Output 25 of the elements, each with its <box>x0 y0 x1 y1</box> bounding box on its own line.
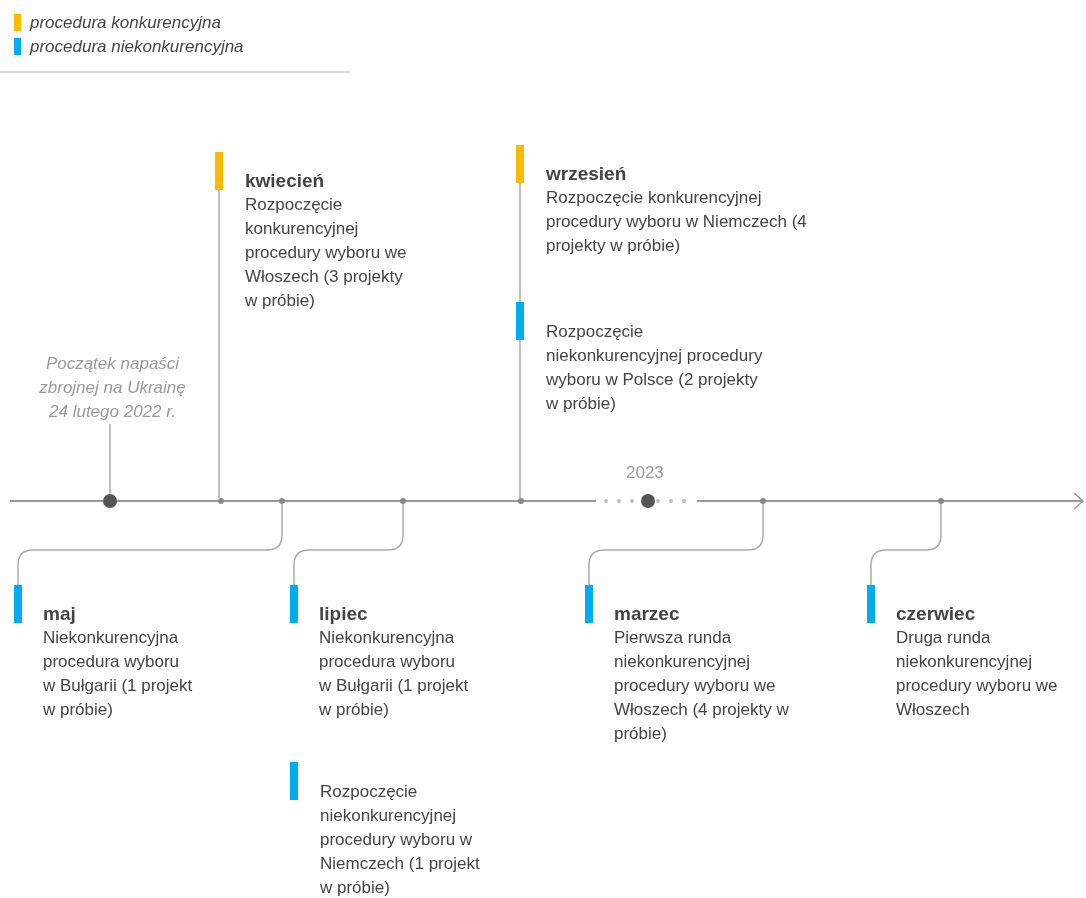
leader-line <box>588 503 764 586</box>
leader-line <box>109 423 111 495</box>
event-description: Pierwsza runda niekonkurencyjnej procedury wyboru we Włoszech (4 projekty w próbie) <box>614 627 790 745</box>
leader-line <box>218 189 220 499</box>
event-description: Druga runda niekonkurencyjnej procedury wyboru we Włoszech <box>896 627 1059 721</box>
month-heading: wrzesień <box>546 162 628 186</box>
legend-text: procedura niekonkurencyjna <box>30 36 244 58</box>
year-label: 2023 <box>626 462 664 484</box>
event-description: Rozpoczęcie niekonkurencyjnej procedury wyboru w Polsce (2 projekty w próbie) <box>546 321 764 415</box>
leader-line <box>870 503 942 586</box>
legend-text: procedura konkurencyjna <box>30 12 221 34</box>
month-heading: maj <box>43 602 77 626</box>
month-heading: czerwiec <box>896 602 977 626</box>
event-description: Rozpoczęcie niekonkurencyjnej procedury wyboru w Niemczech (1 projekt w próbie) <box>320 781 481 898</box>
event-note-text: Początek napaści zbrojnej na Ukrainę 24 lutego 2022 r. <box>38 353 187 423</box>
event-description: Rozpoczęcie konkurencyjnej procedury wyboru w Niemczech (4 projekty w próbie) <box>546 187 808 257</box>
month-heading: lipiec <box>319 602 369 626</box>
month-heading: kwiecień <box>245 169 326 193</box>
leader-line <box>519 182 521 499</box>
month-heading: marzec <box>614 602 681 626</box>
event-description: Rozpoczęcie konkurencyjnej procedury wyboru we Włoszech (3 projekty w próbie) <box>245 194 408 312</box>
leader-line <box>293 503 404 586</box>
event-description: Niekonkurencyjna procedura wyboru w Bułgarii (1 projekt w próbie) <box>43 627 194 721</box>
leader-line <box>17 503 283 586</box>
event-description: Niekonkurencyjna procedura wyboru w Bułgarii (1 projekt w próbie) <box>319 627 470 721</box>
